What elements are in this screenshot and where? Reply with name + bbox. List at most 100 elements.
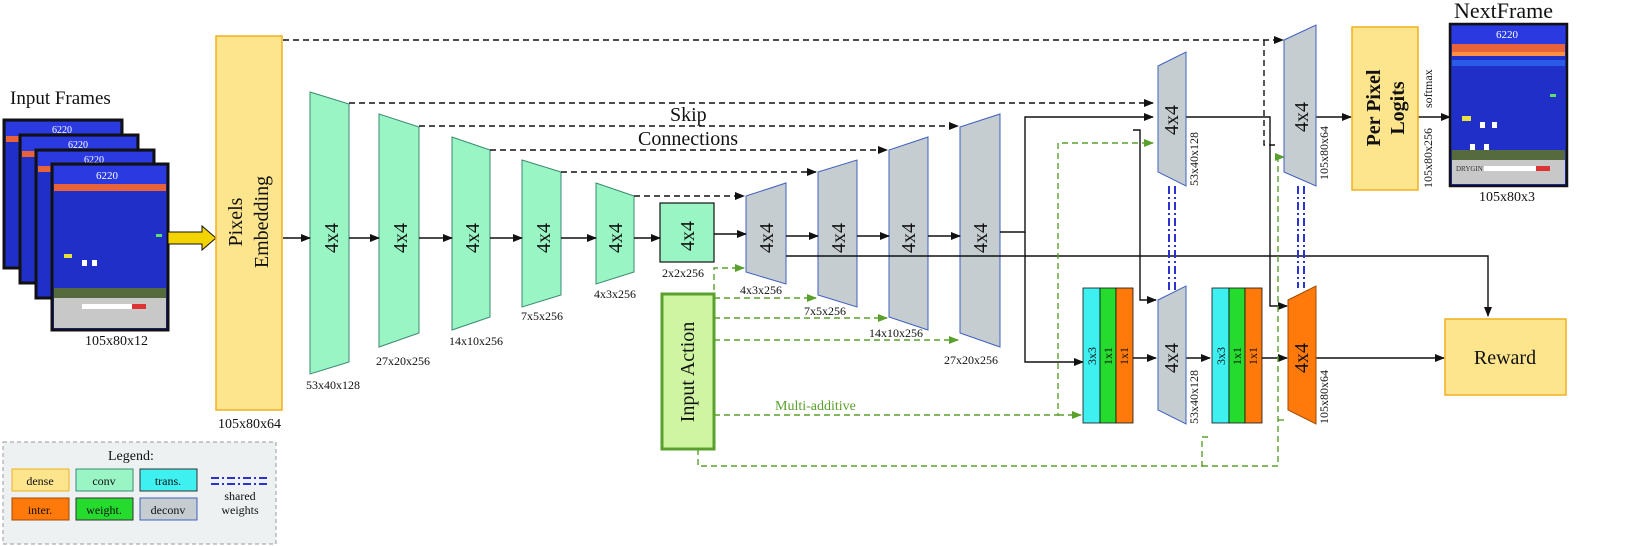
- legend-swatch-inter: [11, 497, 70, 521]
- inter-layer-1: [1115, 287, 1134, 424]
- pixels-embedding-box: [215, 35, 283, 411]
- pipeline-arrows: [283, 113, 1492, 366]
- encoder: 4x4 53x40x128 4x4 27x20x256 4x4 14x10x25…: [306, 91, 715, 392]
- deconv-layer-4: [959, 113, 1001, 348]
- decoder: 4x4 4x3x256 4x4 7x5x256 4x4 14x10x256 4x…: [740, 113, 1001, 367]
- input-action-label: Input Action: [677, 322, 699, 423]
- conv-layer-4: [521, 159, 562, 308]
- per-pixel-logits-box: [1351, 26, 1419, 191]
- deconv-layer-3: [888, 136, 929, 331]
- legend-shared-label-1: shared: [224, 489, 255, 503]
- conv-layer-2-dims: 27x20x256: [376, 354, 430, 368]
- conv-layer-5-dims: 4x3x256: [594, 287, 636, 301]
- deconv-layer-2-label: 4x4: [828, 223, 850, 253]
- shared-weights-links: [1168, 186, 1305, 292]
- deconv-layer-1-dims: 4x3x256: [740, 283, 782, 297]
- svg-text:6220: 6220: [96, 170, 119, 182]
- conv-layer-3-dims: 14x10x256: [449, 334, 503, 348]
- legend-swatch-dense: [11, 468, 70, 492]
- deconv-layer-1: [745, 182, 787, 285]
- svg-text:1x1: 1x1: [1117, 347, 1131, 365]
- logits-label-1: Per Pixel: [1363, 69, 1385, 146]
- conv-layer-5: [595, 182, 635, 285]
- legend-shared-label-2: weights: [221, 503, 259, 517]
- conv-layer-6-label: 4x4: [677, 221, 699, 251]
- skip-connections: [283, 36, 1284, 200]
- svg-text:dense: dense: [26, 474, 53, 488]
- deconv-layer-4-dims: 27x20x256: [944, 353, 998, 367]
- next-frame-image: 6220 DRYGIN: [1448, 22, 1569, 188]
- action-connections: [697, 139, 1285, 467]
- svg-text:1x1: 1x1: [1246, 347, 1260, 365]
- softmax-label: softmax: [1421, 69, 1435, 108]
- svg-text:inter.: inter.: [28, 503, 52, 517]
- bottom-block-1: 3x3 1x1 1x1: [1082, 287, 1134, 424]
- svg-text:weight.: weight.: [86, 503, 122, 517]
- deconv-layer-3-label: 4x4: [898, 223, 920, 253]
- legend-swatch-weight: [75, 497, 134, 521]
- conv-layer-6: [659, 202, 715, 263]
- bottom-deconv-2: [1287, 285, 1317, 425]
- skip-label-1: Skip: [670, 104, 707, 126]
- conv-layer-1-dims: 53x40x128: [306, 378, 360, 392]
- svg-text:1x1: 1x1: [1230, 347, 1244, 365]
- multi-additive-label: Multi-additive: [775, 399, 856, 414]
- next-frame-title: NextFrame: [1454, 0, 1553, 23]
- top-deconv-2-dims: 105x80x64: [1317, 126, 1331, 180]
- conv-layer-1: [309, 91, 350, 375]
- deconv-layer-3-dims: 14x10x256: [869, 326, 923, 340]
- legend-swatch-deconv: [139, 497, 198, 521]
- legend-swatch-conv: [75, 468, 134, 492]
- conv-layer-5-label: 4x4: [605, 223, 627, 253]
- input-frames-stack: 6220 6220 6220 6220: [2, 118, 170, 332]
- svg-text:6220: 6220: [68, 140, 88, 151]
- conv-layer-3-label: 4x4: [462, 223, 484, 253]
- svg-text:3x3: 3x3: [1214, 347, 1228, 365]
- deconv-layer-2-dims: 7x5x256: [804, 304, 846, 318]
- input-frames-title: Input Frames: [10, 88, 111, 109]
- pixels-embedding-line1: Pixels: [225, 197, 247, 246]
- bottom-deconv-1-label: 4x4: [1161, 343, 1183, 373]
- input-action-box: [660, 292, 716, 451]
- top-deconv-2-label: 4x4: [1291, 102, 1313, 132]
- legend: Legend: dense conv trans. inter. weight.…: [2, 441, 277, 545]
- bottom-deconv-1-dims: 53x40x128: [1187, 370, 1201, 424]
- deconv-layer-2: [817, 159, 858, 308]
- top-deconv-1: [1157, 51, 1187, 187]
- conv-layer-4-label: 4x4: [533, 223, 555, 253]
- bottom-deconv-2-label: 4x4: [1291, 343, 1313, 373]
- top-deconv-2: [1283, 24, 1317, 187]
- svg-text:1x1: 1x1: [1101, 347, 1115, 365]
- output-dims: 105x80x3: [1479, 190, 1535, 205]
- inter-layer-2: [1244, 287, 1263, 424]
- skip-label-2: Connections: [638, 128, 738, 150]
- logits-dims: 105x80x256: [1421, 128, 1435, 188]
- reward-box: [1444, 318, 1567, 396]
- top-deconv-1-dims: 53x40x128: [1187, 132, 1201, 186]
- legend-swatch-trans: [139, 468, 198, 492]
- svg-text:trans.: trans.: [155, 474, 181, 488]
- conv-layer-4-dims: 7x5x256: [521, 309, 563, 323]
- conv-layer-2: [378, 113, 420, 348]
- svg-text:3x3: 3x3: [1085, 347, 1099, 365]
- bottom-block-2: 3x3 1x1 1x1: [1211, 287, 1263, 424]
- reward-label: Reward: [1474, 347, 1536, 369]
- svg-text:deconv: deconv: [151, 503, 186, 517]
- legend-title: Legend:: [108, 449, 154, 464]
- svg-text:DRYGIN: DRYGIN: [1456, 165, 1483, 173]
- svg-text:6220: 6220: [52, 125, 72, 136]
- svg-text:6220: 6220: [84, 155, 104, 166]
- conv-layer-1-label: 4x4: [321, 223, 343, 253]
- deconv-layer-4-label: 4x4: [970, 223, 992, 253]
- conv-layer-6-dims: 2x2x256: [662, 266, 704, 280]
- embedding-dims: 105x80x64: [218, 417, 281, 432]
- conv-layer-2-label: 4x4: [390, 223, 412, 253]
- input-arrow: [167, 224, 217, 252]
- game-frame-4: 6220: [50, 162, 170, 332]
- deconv-layer-1-label: 4x4: [756, 223, 778, 253]
- conv-layer-3: [451, 136, 491, 331]
- logits-label-2: Logits: [1387, 81, 1409, 135]
- svg-text:6220: 6220: [1496, 29, 1519, 41]
- pixels-embedding-line2: Embedding: [251, 176, 273, 268]
